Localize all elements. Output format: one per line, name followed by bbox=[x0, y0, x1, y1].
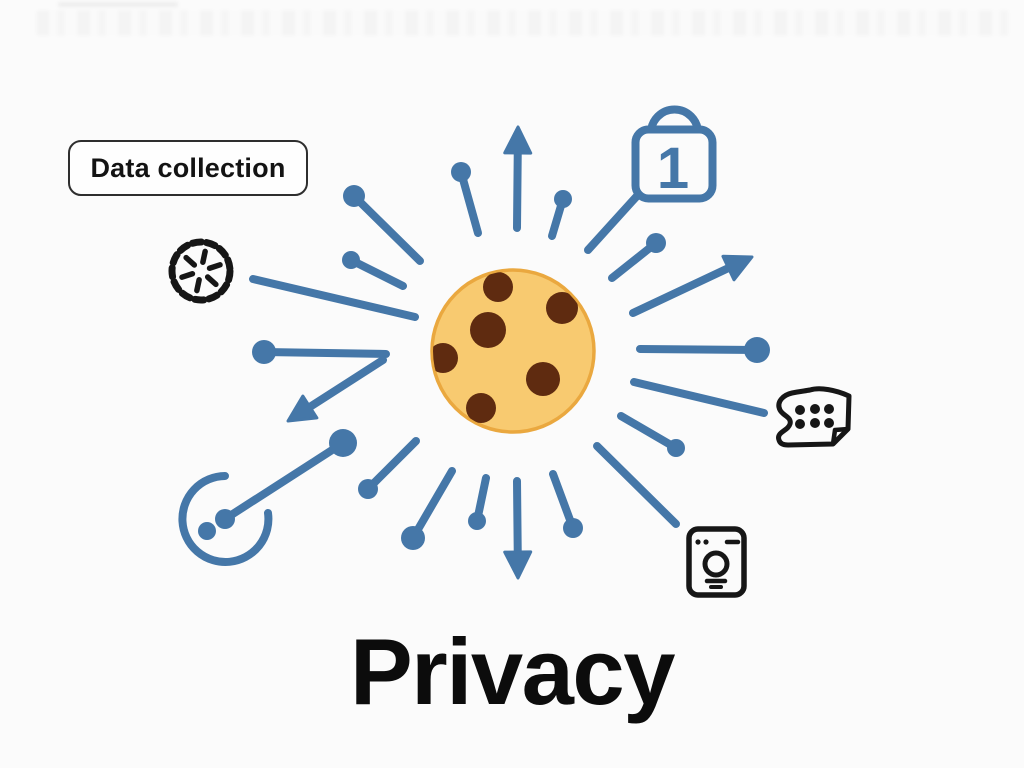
smart-device-icon bbox=[686, 526, 747, 598]
lock-icon: 1 bbox=[631, 105, 717, 203]
data-collection-badge: Data collection bbox=[68, 140, 308, 196]
lock-number: 1 bbox=[657, 136, 689, 201]
radar-circle-icon bbox=[178, 472, 273, 566]
badge-label: Data collection bbox=[90, 152, 286, 183]
page-title: Privacy bbox=[349, 619, 676, 724]
document-dots bbox=[795, 404, 834, 429]
cookie-icon bbox=[430, 268, 596, 434]
faded-text-artifact bbox=[36, 10, 1010, 36]
rays-layer bbox=[215, 125, 770, 580]
gear-icon bbox=[168, 238, 234, 304]
document-dots-icon bbox=[776, 386, 852, 448]
